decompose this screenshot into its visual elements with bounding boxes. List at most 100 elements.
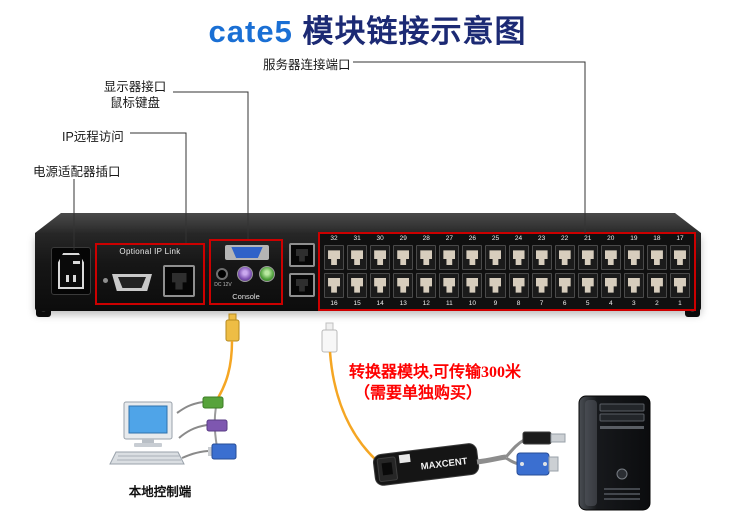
cascade-rj45-port: [289, 273, 315, 297]
port-number-bottom: 16: [330, 299, 338, 307]
module-brand-label: MAXCENT: [420, 456, 468, 473]
rj45-jack: [397, 277, 410, 293]
port-number-top: 17: [676, 235, 684, 242]
callout-power-socket: 电源适配器插口: [33, 165, 121, 179]
gray-cable: [476, 454, 507, 465]
rj45-port: [370, 245, 391, 271]
blue-vga-connector: [211, 443, 237, 460]
rj45-jack: [171, 272, 187, 290]
rj45-port: [416, 245, 437, 271]
module-sticker: [398, 453, 411, 464]
rj45-port: [531, 245, 552, 271]
rj45-jack: [296, 248, 308, 262]
drive-bay: [599, 413, 645, 422]
device-top-face: [35, 213, 701, 233]
vga-screw: [543, 462, 547, 466]
reset-hole: [103, 278, 108, 283]
monitor-frame: [123, 401, 173, 440]
port-number-top: 24: [514, 235, 523, 242]
local-console-cables: [176, 313, 240, 460]
ps2-cable: [176, 401, 204, 414]
ip-link-section: Optional IP Link: [95, 243, 205, 305]
port-number-top: 28: [422, 235, 430, 242]
port-number-bottom: 15: [353, 299, 361, 307]
module-rj45-slot: [381, 462, 393, 476]
vent-line: [604, 488, 640, 490]
rj45-jack: [512, 277, 525, 293]
rj45-jack: [604, 277, 617, 293]
rj45-port: [462, 272, 483, 298]
rj45-port: [439, 272, 460, 298]
rj45-jack: [581, 250, 594, 266]
rj45-jack: [296, 278, 308, 292]
vga-cable: [505, 456, 520, 466]
local-computer: [109, 401, 185, 465]
rj45-port: [600, 272, 621, 298]
vga-screw: [520, 462, 524, 466]
inlet-pin: [73, 261, 80, 264]
vent-line: [604, 493, 640, 495]
drive-bay: [599, 403, 645, 412]
cascade-rj45-port: [289, 243, 315, 267]
port-column: 17 1: [669, 235, 690, 308]
rj45-jack: [328, 250, 341, 266]
rj45-jack: [558, 250, 571, 266]
rj45-port: [416, 272, 437, 298]
rj45-port: [669, 272, 690, 298]
port-number-bottom: 4: [608, 299, 613, 307]
vga-plug-tip: [208, 447, 213, 456]
rj45-jack: [466, 250, 479, 266]
rj45-port: [554, 272, 575, 298]
rj45-port: [347, 245, 368, 271]
port-number-bottom: 14: [376, 299, 384, 307]
dc-label: DC 12V: [214, 282, 232, 288]
rj45-jack: [466, 277, 479, 293]
rj45-port: [577, 245, 598, 271]
port-number-top: 27: [445, 235, 453, 242]
tower-front-edge: [585, 400, 597, 506]
rj45-port: [485, 245, 506, 271]
ps2-mouse-port: [259, 266, 275, 282]
rj45-port: [508, 245, 529, 271]
port-number-bottom: 13: [399, 299, 407, 307]
cascade-ports: [289, 243, 315, 303]
vga-plug-body: [516, 452, 550, 476]
rj45-jack: [397, 250, 410, 266]
serial-db9-port: [112, 274, 152, 291]
rj45-jack: [673, 250, 686, 266]
rj45-jack: [420, 250, 433, 266]
rj45-jack: [489, 277, 502, 293]
port-number-top: 21: [584, 235, 592, 242]
port-number-top: 19: [630, 235, 638, 242]
rj45-jack: [650, 277, 663, 293]
monitor-stand: [142, 439, 154, 443]
rj45-jack: [420, 277, 433, 293]
port-number-bottom: 3: [632, 299, 636, 307]
port-number-top: 23: [537, 235, 546, 242]
callout-monitor-line1: 显示器接口: [103, 80, 167, 94]
vga-cable: [181, 450, 209, 459]
rj45-port: [577, 272, 598, 298]
callout-monitor-line2: 鼠标键盘: [109, 96, 160, 110]
tower-trim: [600, 426, 644, 429]
port-number-bottom: 2: [655, 299, 659, 307]
console-label: Console: [232, 292, 260, 301]
inlet-pin: [66, 275, 69, 282]
rj45-jack: [673, 277, 686, 293]
rj45-jack: [627, 250, 640, 266]
local-terminal-label: 本地控制端: [128, 485, 192, 499]
green-ps2-connector: [202, 396, 224, 409]
port-number-bottom: 1: [678, 299, 682, 307]
rj45-port: [462, 245, 483, 271]
monitor-base: [134, 443, 162, 447]
